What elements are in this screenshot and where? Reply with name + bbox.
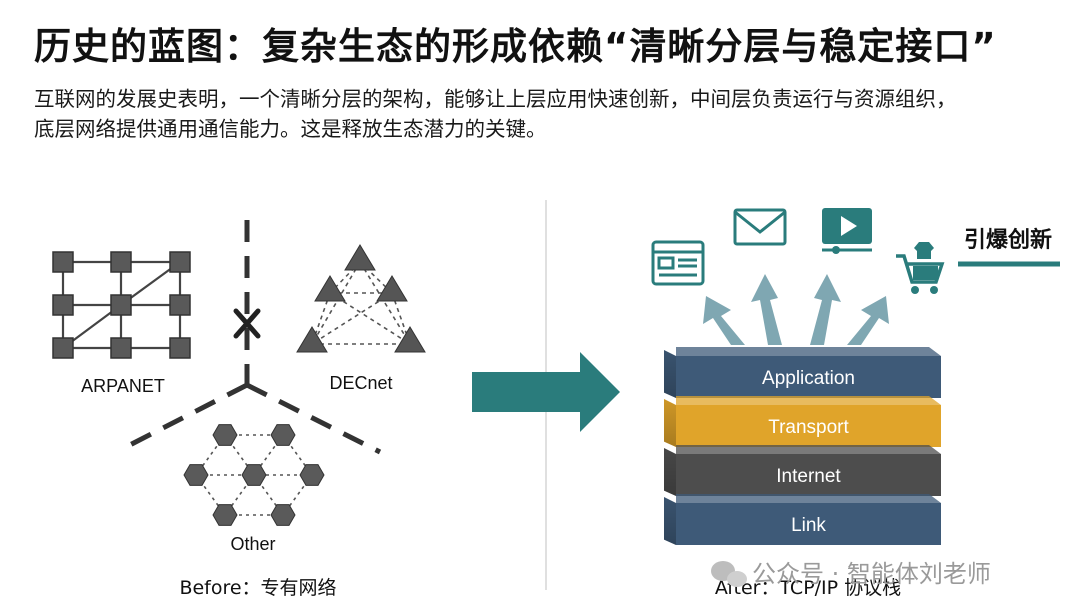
arpanet-grid-network [52, 251, 191, 359]
layer-link: Link [664, 494, 941, 545]
incompatible-x-icon [233, 308, 261, 339]
layer-front-face [676, 454, 941, 496]
before-proprietary-networks: ARPANET DECnet [52, 220, 426, 599]
other-hex-network [183, 424, 325, 526]
layer-side-shade [664, 350, 676, 398]
network-separator-lines [118, 220, 382, 455]
arpanet-label: ARPANET [81, 376, 165, 396]
layer-top-face [676, 445, 941, 454]
decnet-label: DECnet [329, 373, 392, 393]
layer-side-shade [664, 448, 676, 496]
subtitle-line-2: 底层网络提供通用通信能力。这是释放生态潜力的关键。 [34, 117, 547, 141]
mail-icon [733, 208, 787, 246]
layer-top-face [676, 347, 941, 356]
wechat-icon [711, 561, 747, 587]
watermark-text: 公众号 · 智能体刘老师 [752, 560, 991, 588]
subtitle-line-1: 互联网的发展史表明，一个清晰分层的架构，能够让上层应用快速创新，中间层负责运行与… [34, 87, 957, 111]
layer-internet: Internet [664, 445, 941, 496]
innovation-arrows [703, 274, 889, 345]
layer-front-face [676, 503, 941, 545]
browser-window-icon [651, 240, 705, 286]
other-label: Other [230, 534, 275, 554]
layer-top-face [676, 396, 941, 405]
layer-side-shade [664, 399, 676, 447]
page-subtitle: 互联网的发展史表明，一个清晰分层的架构，能够让上层应用快速创新，中间层负责运行与… [34, 84, 1064, 144]
layer-application: Application [664, 347, 941, 398]
layer-transport: Transport [664, 396, 941, 447]
page-title: 历史的蓝图：复杂生态的形成依赖“清晰分层与稳定接口” [34, 25, 997, 68]
layer-side-shade [664, 497, 676, 545]
layer-label-link: Link [791, 515, 826, 536]
watermark: 公众号 · 智能体刘老师 [711, 560, 991, 588]
after-caption: After：TCP/IP 协议栈 [715, 577, 901, 599]
layer-label-internet: Internet [776, 466, 841, 487]
shopping-cart-icon [896, 242, 945, 294]
layer-front-face [676, 405, 941, 447]
layer-top-face [676, 494, 941, 503]
layer-label-transport: Transport [768, 417, 849, 438]
decnet-triangle-network [296, 244, 426, 353]
layer-label-application: Application [762, 368, 855, 389]
video-play-icon [822, 208, 872, 254]
innovation-badge: 引爆创新 [964, 227, 1052, 253]
transition-arrow-icon [472, 352, 620, 432]
before-caption: Before：专有网络 [179, 577, 336, 599]
layer-front-face [676, 356, 941, 398]
